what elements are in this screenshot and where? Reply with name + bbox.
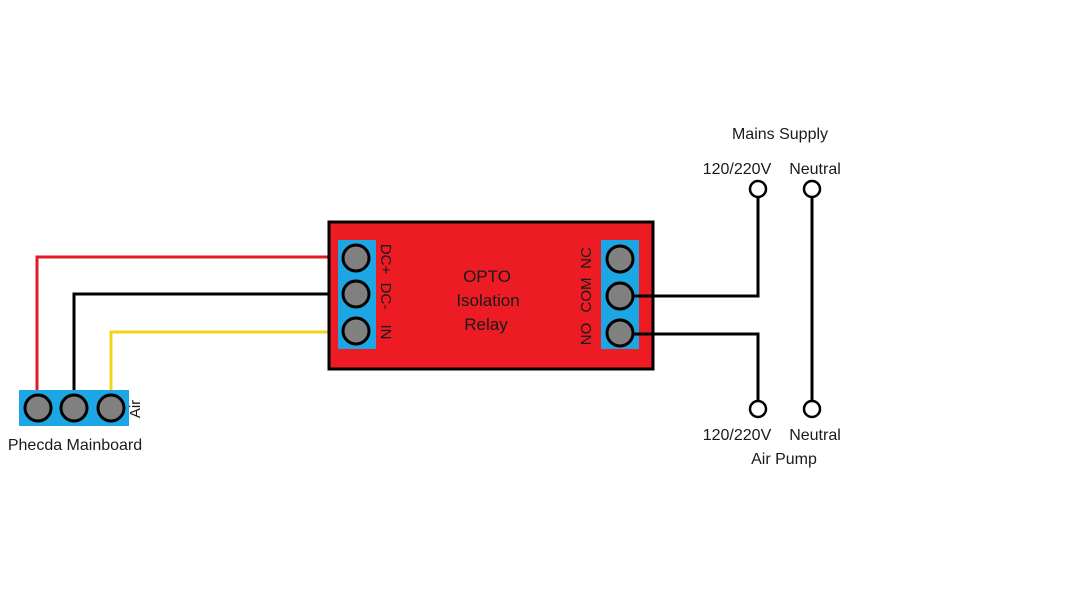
pump-neutral-terminal	[802, 399, 822, 419]
wire-dc-minus	[72, 292, 352, 410]
terminal-screw-no	[605, 318, 635, 348]
relay-title-line2: Isolation	[456, 291, 519, 310]
pump-hot-terminal	[748, 399, 768, 419]
terminal-screw-nc	[605, 244, 635, 274]
mains-hot-terminal	[748, 179, 768, 199]
terminal-screw-in	[341, 316, 371, 346]
mainboard-pin-2	[59, 393, 89, 423]
mainboard-pin-1	[23, 393, 53, 423]
air-pump-title: Air Pump	[751, 451, 817, 468]
mainboard-label: Phecda Mainboard	[8, 437, 142, 454]
label-dc-minus: DC-	[377, 283, 394, 310]
relay-title-line1: OPTO	[463, 267, 511, 286]
label-com: COM	[578, 278, 595, 313]
wire-com-to-mains-hot	[633, 198, 760, 298]
label-no: NO	[578, 323, 595, 346]
mains-neutral-terminal	[802, 179, 822, 199]
relay-title-line3: Relay	[464, 315, 508, 334]
relay-body	[327, 220, 655, 371]
mainboard-connector-label: Air	[127, 400, 144, 418]
mains-supply-title: Mains Supply	[732, 126, 828, 143]
terminal-screw-com	[605, 281, 635, 311]
wire-no-to-pump-hot	[633, 332, 760, 400]
pump-neutral-label: Neutral	[789, 427, 841, 444]
mains-neutral-label: Neutral	[789, 161, 841, 178]
terminal-screw-dc-plus	[341, 243, 371, 273]
terminal-screw-dc-minus	[341, 279, 371, 309]
wire-signal-in	[109, 330, 352, 410]
mainboard-pin-3	[96, 393, 126, 423]
label-in: IN	[377, 325, 394, 340]
mains-hot-label: 120/220V	[703, 161, 772, 178]
label-nc: NC	[578, 247, 595, 269]
label-dc-plus: DC+	[377, 244, 394, 275]
wire-dc-plus	[35, 255, 352, 410]
pump-hot-label: 120/220V	[703, 427, 772, 444]
